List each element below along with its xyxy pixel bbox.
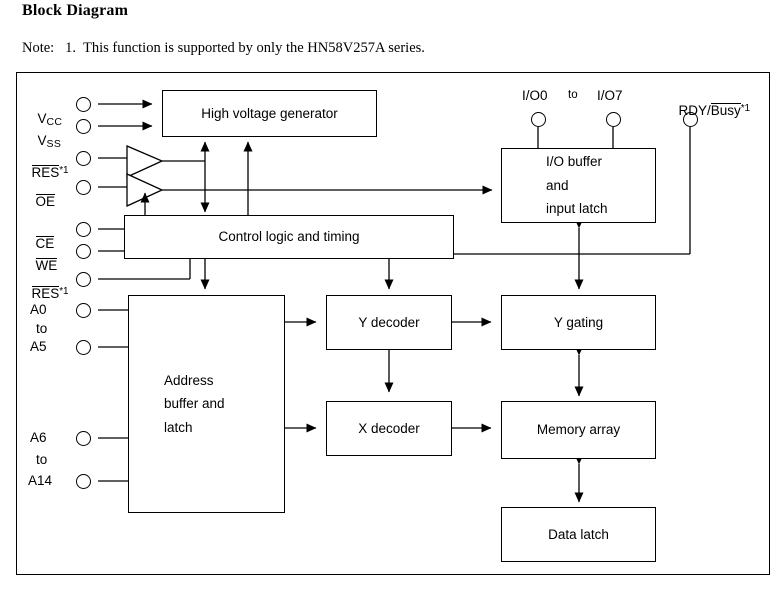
pin-ce[interactable] [76, 222, 91, 237]
pin-label-res-1-footnote: *1 [59, 165, 69, 176]
pin-label-vcc: VCC [30, 96, 62, 128]
block-label: Y decoder [358, 314, 420, 330]
note-number: 1. [65, 40, 76, 56]
pin-we[interactable] [76, 244, 91, 259]
pin-a0[interactable] [76, 303, 91, 318]
diagram-frame [16, 72, 770, 575]
pin-label-vcc-sub: CC [46, 115, 63, 128]
pin-label-busy-overlined: Busy [710, 103, 741, 119]
pin-label-ce-base: CE [35, 236, 55, 251]
pin-io0[interactable] [531, 112, 546, 127]
block-label-line-3: input latch [546, 201, 608, 217]
pin-label-we: WE [28, 243, 58, 273]
block-label: Y gating [553, 314, 604, 330]
block-label-line-2: and [546, 177, 569, 193]
pin-label-res-2: RES*1 [24, 271, 69, 302]
page-title: Block Diagram [22, 2, 129, 19]
block-x-decoder: X decoder [326, 401, 452, 456]
pin-label-res-2-footnote: *1 [59, 286, 69, 297]
pin-label-vss-base: V [37, 133, 47, 148]
pin-res-1[interactable] [76, 151, 91, 166]
block-label: High voltage generator [201, 105, 338, 121]
block-high-voltage-generator: High voltage generator [162, 90, 377, 137]
block-label-line-1: Address [164, 372, 214, 388]
pin-label-res-1-base: RES [31, 165, 60, 181]
block-memory-array: Memory array [501, 401, 656, 459]
pin-rdy-busy[interactable] [683, 112, 698, 127]
block-label-line-3: latch [164, 419, 193, 435]
pin-io7[interactable] [606, 112, 621, 127]
pin-label-rdy-prefix: RDY/ [678, 103, 711, 119]
pin-label-ce: CE [28, 221, 55, 251]
pin-res-2[interactable] [76, 272, 91, 287]
pin-label-rdy-busy-footnote: *1 [740, 103, 750, 114]
block-control-logic-timing: Control logic and timing [124, 215, 454, 259]
note-label: Note: [22, 40, 55, 56]
pin-vcc[interactable] [76, 97, 91, 112]
block-label-line-1: I/O buffer [546, 154, 603, 170]
block-label: X decoder [358, 420, 420, 436]
block-label: Memory array [536, 422, 621, 438]
block-y-gating: Y gating [501, 295, 656, 350]
pin-label-io7: I/O7 [597, 88, 623, 103]
block-label: Control logic and timing [218, 229, 360, 245]
pin-a5[interactable] [76, 340, 91, 355]
pin-label-vss-sub: SS [46, 137, 62, 150]
block-data-latch: Data latch [501, 507, 656, 562]
pin-label-io0: I/O0 [522, 88, 548, 103]
pin-label-a0: A0 [30, 302, 47, 317]
pin-label-a5: A5 [30, 339, 47, 354]
block-label-line-2: buffer and [164, 396, 225, 412]
pin-label-oe-base: OE [35, 194, 56, 209]
pin-oe[interactable] [76, 180, 91, 195]
block-label: Data latch [548, 526, 609, 542]
io-range-to: to [568, 89, 578, 101]
pin-label-res-1: RES*1 [24, 150, 69, 181]
address-group-high-to: to [36, 452, 48, 467]
pin-label-oe: OE [28, 179, 56, 209]
pin-a6[interactable] [76, 431, 91, 446]
pin-label-we-base: WE [35, 258, 58, 273]
note-line: Note: 1. This function is supported by o… [22, 40, 425, 57]
block-io-buffer-input-latch: I/O buffer and input latch [501, 148, 656, 223]
pin-label-a6: A6 [30, 430, 47, 445]
pin-label-vss: VSS [30, 118, 61, 150]
pin-label-vcc-base: V [37, 111, 47, 126]
address-group-low-to: to [36, 321, 48, 336]
block-y-decoder: Y decoder [326, 295, 452, 350]
pin-label-res-2-base: RES [31, 286, 60, 302]
note-text: This function is supported by only the H… [82, 40, 425, 56]
pin-a14[interactable] [76, 474, 91, 489]
pin-vss[interactable] [76, 119, 91, 134]
pin-label-rdy-busy: RDY/Busy*1 [671, 88, 751, 119]
pin-label-a14: A14 [28, 473, 53, 488]
block-address-buffer-latch: Address buffer and latch [128, 295, 285, 513]
